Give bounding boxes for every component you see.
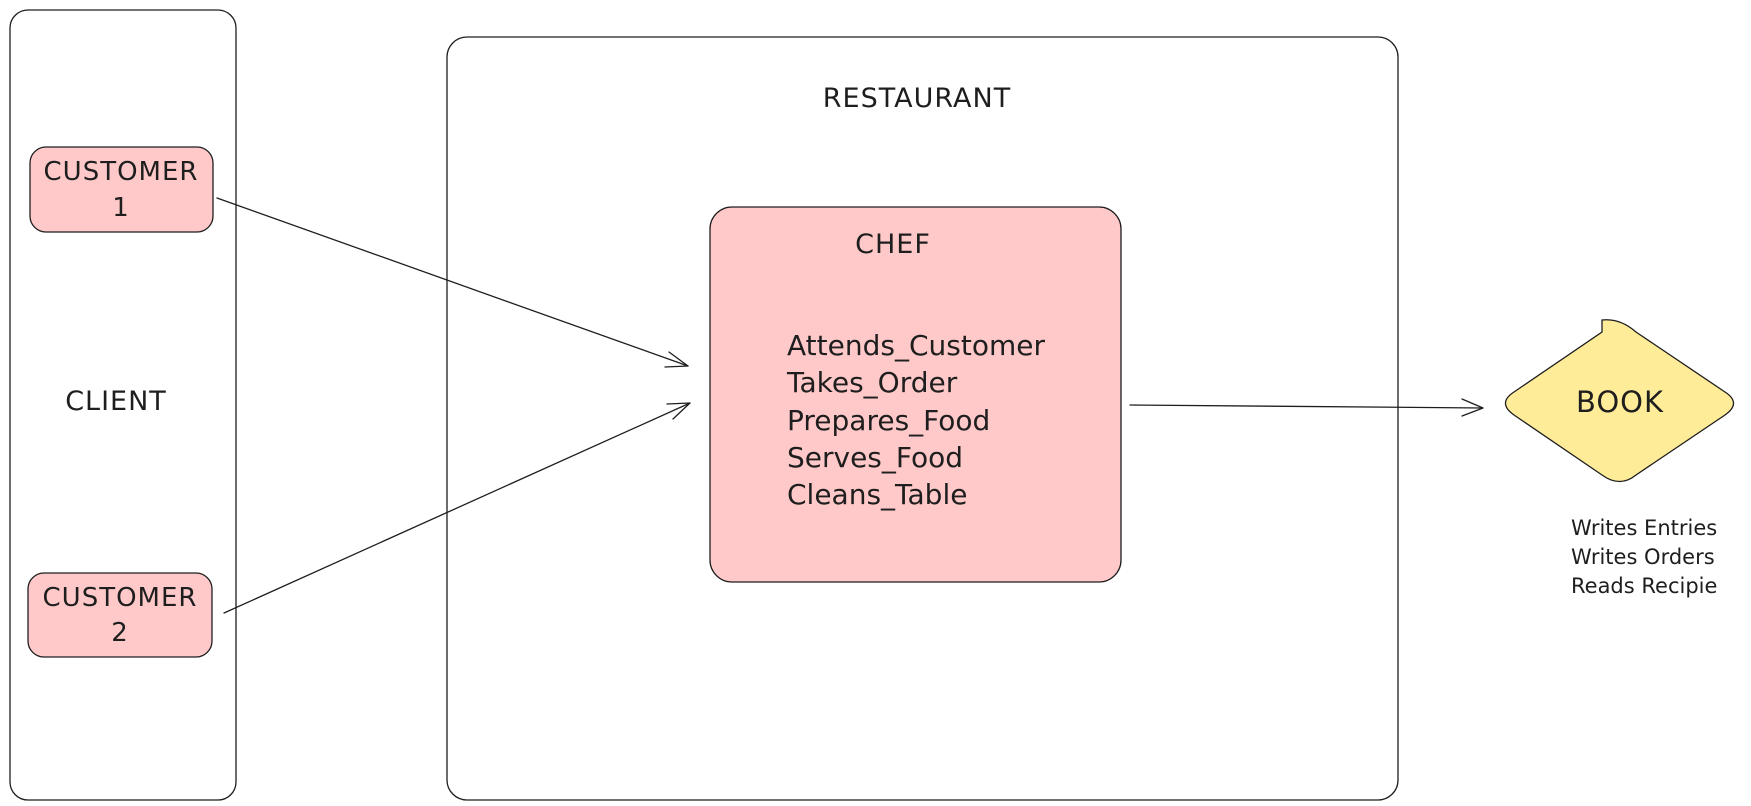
customer-2-label-line2: 2 [111, 618, 129, 648]
book-note-1: Writes Entries [1571, 516, 1717, 540]
chef-duty-1: Attends_Customer [787, 329, 1045, 362]
customer-1-label-line2: 1 [112, 193, 130, 223]
book-diamond [1504, 319, 1735, 483]
arrow-customer-2-head [666, 402, 691, 420]
arrow-customer-2-line [223, 402, 691, 614]
restaurant-label: RESTAURANT [823, 83, 1011, 114]
arrow-customer-1-to-chef[interactable] [216, 197, 689, 368]
book-note-2: Writes Orders [1571, 545, 1715, 569]
client-label: CLIENT [65, 386, 167, 417]
restaurant-frame [446, 36, 1399, 801]
customer-1-box [29, 146, 214, 233]
chef-duty-2: Takes_Order [786, 366, 958, 399]
customer-1-label-line1: CUSTOMER [44, 157, 199, 187]
chef-box [709, 206, 1122, 583]
customer-2-box [27, 572, 213, 658]
book-note-3: Reads Recipie [1571, 574, 1717, 598]
chef-duty-3: Prepares_Food [787, 404, 990, 437]
client-container[interactable]: CLIENT [9, 9, 237, 801]
client-frame [9, 9, 237, 801]
customer-2-node[interactable]: CUSTOMER 2 [27, 572, 213, 658]
arrow-chef-to-book[interactable] [1129, 398, 1484, 417]
chef-node[interactable]: CHEF Attends_Customer Takes_Order Prepar… [709, 206, 1122, 583]
arrow-customer-1-head [664, 351, 689, 368]
chef-duty-5: Cleans_Table [787, 478, 967, 511]
book-label: BOOK [1576, 385, 1664, 419]
book-node[interactable]: BOOK [1504, 319, 1735, 483]
arrow-chef-to-book-line [1129, 404, 1484, 409]
customer-1-node[interactable]: CUSTOMER 1 [29, 146, 214, 233]
chef-label: CHEF [855, 229, 931, 260]
arrow-chef-to-book-head [1461, 398, 1484, 417]
arrow-customer-1-line [216, 197, 689, 367]
book-notes: Writes Entries Writes Orders Reads Recip… [1571, 516, 1717, 598]
restaurant-container[interactable]: RESTAURANT [446, 36, 1399, 801]
chef-duty-4: Serves_Food [787, 441, 963, 474]
arrow-customer-2-to-chef[interactable] [223, 402, 691, 614]
customer-2-label-line1: CUSTOMER [43, 583, 198, 613]
